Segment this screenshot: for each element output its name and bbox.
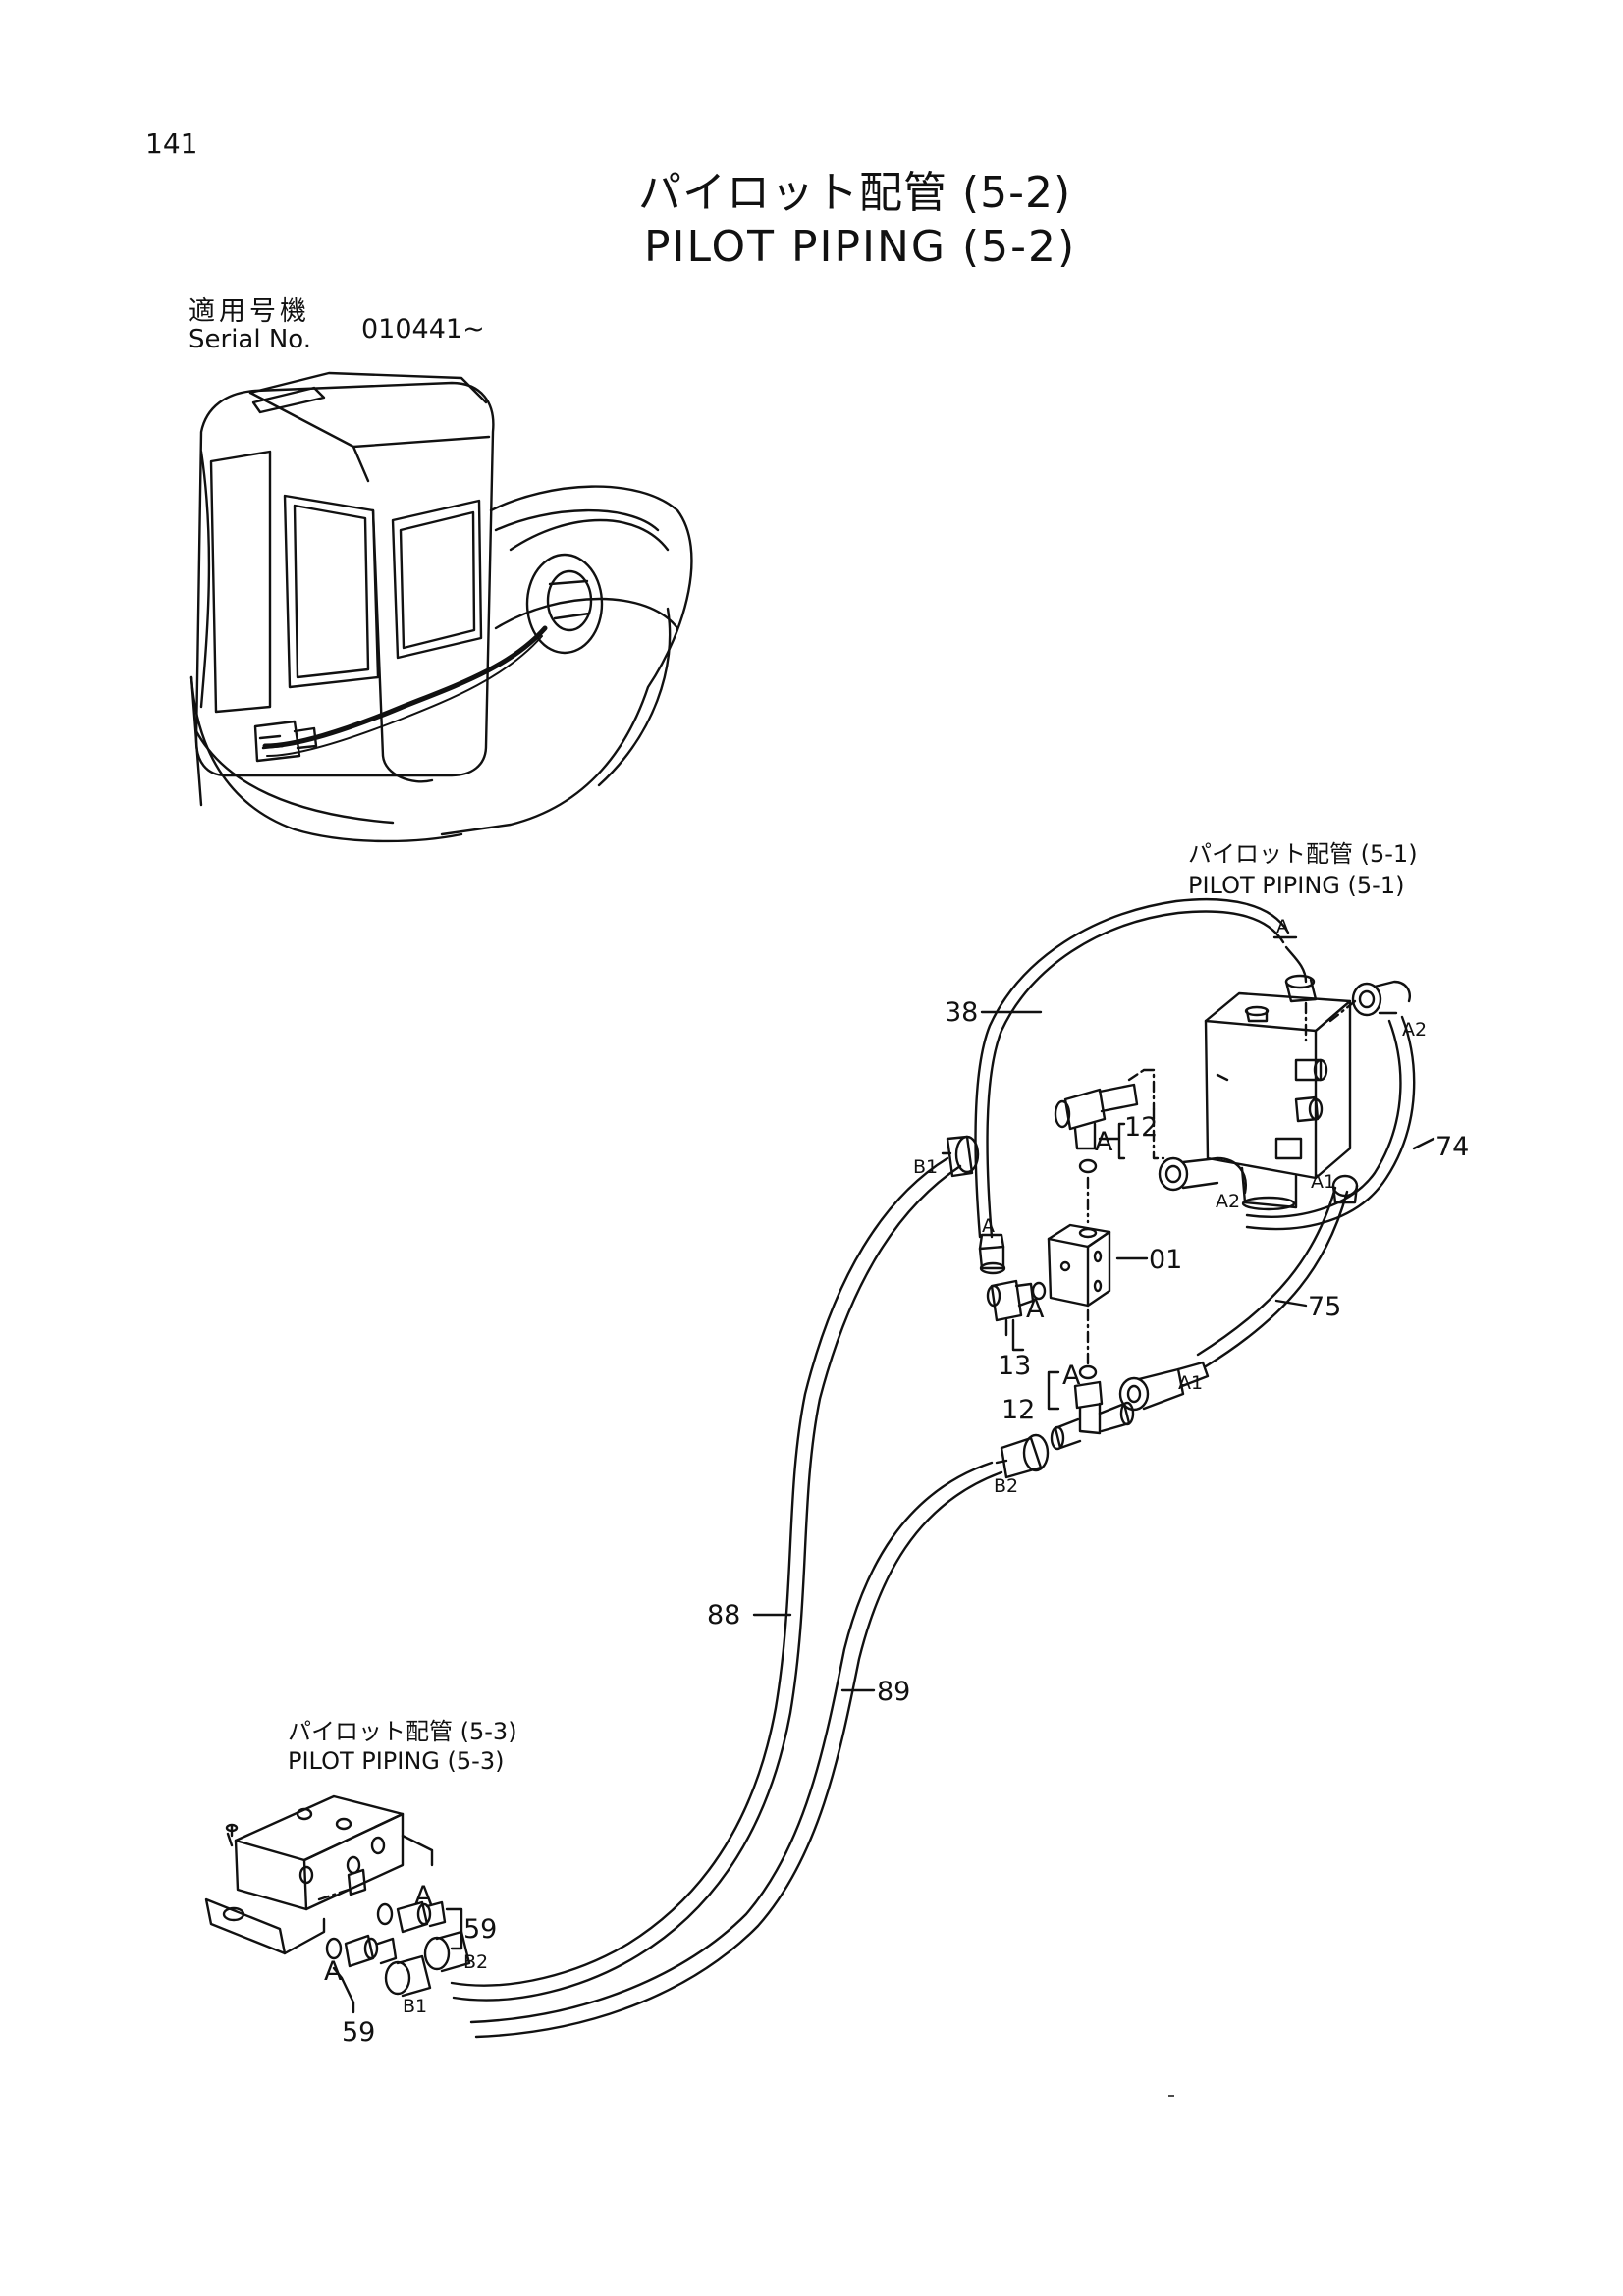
callout-74: 74 [1435, 1132, 1470, 1162]
callout-75: 75 [1308, 1292, 1342, 1322]
o-ring-upper [1078, 1158, 1098, 1174]
serial-label-japanese: 適用号機 [189, 296, 310, 327]
callout-89: 89 [877, 1677, 911, 1707]
page-title-english: PILOT PIPING (5-2) [644, 222, 1077, 272]
port-label-a-top: A [1276, 916, 1289, 937]
fitting-b2-mid [995, 1433, 1050, 1479]
tee-fitting-12-upper [1054, 1068, 1156, 1150]
port-label-b2-mid: B2 [994, 1475, 1019, 1497]
serial-label-english: Serial No. [189, 325, 311, 354]
elbow-a2-lower [1152, 1107, 1247, 1195]
callout-12-upper: 12 [1124, 1112, 1159, 1143]
section-letter-a-lower: A [1062, 1361, 1081, 1391]
bracket-59-upper [445, 1907, 463, 1950]
port-label-a1-upper: A1 [1311, 1171, 1336, 1193]
page-title-japanese: パイロット配管 (5-2) [638, 168, 1072, 218]
port-label-b2-low: B2 [463, 1951, 489, 1973]
port-label-a-left: A [982, 1215, 995, 1237]
port-label-a2-lower: A2 [1216, 1191, 1241, 1212]
reference-5-1-japanese: パイロット配管 (5-1) [1188, 840, 1418, 868]
shuttle-block-01 [1047, 1223, 1111, 1308]
leader-74 [1412, 1137, 1435, 1150]
port-label-a1-lower: A1 [1178, 1372, 1204, 1394]
bracket-12-upper [1098, 1122, 1126, 1160]
bracket-59-lower [332, 1966, 355, 2014]
o-ring-lower [1078, 1364, 1098, 1380]
page-number: 141 [145, 128, 198, 160]
port-label-b1-low: B1 [403, 1996, 428, 2017]
reference-5-1-english: PILOT PIPING (5-1) [1188, 872, 1405, 899]
hose-38 [974, 898, 1298, 1239]
fitting-b1-upper [941, 1135, 980, 1178]
port-label-b1-upper: B1 [913, 1156, 939, 1178]
hose-74 [1245, 1015, 1416, 1231]
callout-13: 13 [998, 1351, 1032, 1381]
elbow-fitting-a2 [1351, 980, 1411, 1017]
section-letter-a-upper: A [1095, 1127, 1113, 1157]
elbow-fitting-13 [986, 1279, 1047, 1337]
callout-59-upper: 59 [463, 1914, 498, 1945]
bracket-13 [1011, 1318, 1025, 1352]
serial-number-value: 010441~ [361, 314, 485, 345]
fitting-a1-lower [1118, 1361, 1210, 1412]
hose-75 [1196, 1186, 1349, 1368]
hose-end-fitting-a [978, 1233, 1006, 1275]
section-letter-a-13: A [1026, 1294, 1045, 1324]
fittings-b-low [384, 1930, 471, 1998]
callout-38: 38 [945, 997, 979, 1028]
section-letter-a-59-lower: A [324, 1956, 343, 1987]
valve-block-5-3 [204, 1794, 434, 1955]
excavator-overview-illustration [189, 371, 693, 843]
port-label-a2-right: A2 [1402, 1019, 1428, 1041]
fitting-a1-upper [1331, 1174, 1359, 1204]
callout-59-lower: 59 [342, 2017, 376, 2048]
leader-75 [1274, 1299, 1308, 1308]
tee-fitting-12-lower [1050, 1380, 1135, 1451]
callout-01: 01 [1149, 1245, 1183, 1275]
callout-12-lower: 12 [1001, 1395, 1036, 1425]
valve-block-5-1 [1204, 945, 1357, 1211]
hose-89 [469, 1461, 1003, 2039]
reference-5-3-english: PILOT PIPING (5-3) [288, 1747, 505, 1775]
bracket-12-lower [1047, 1370, 1060, 1411]
callout-88: 88 [707, 1600, 741, 1630]
reference-5-3-japanese: パイロット配管 (5-3) [288, 1718, 517, 1745]
hose-88 [450, 1156, 962, 2002]
fittings-59 [317, 1888, 447, 1968]
section-letter-a-59-upper: A [414, 1881, 433, 1911]
